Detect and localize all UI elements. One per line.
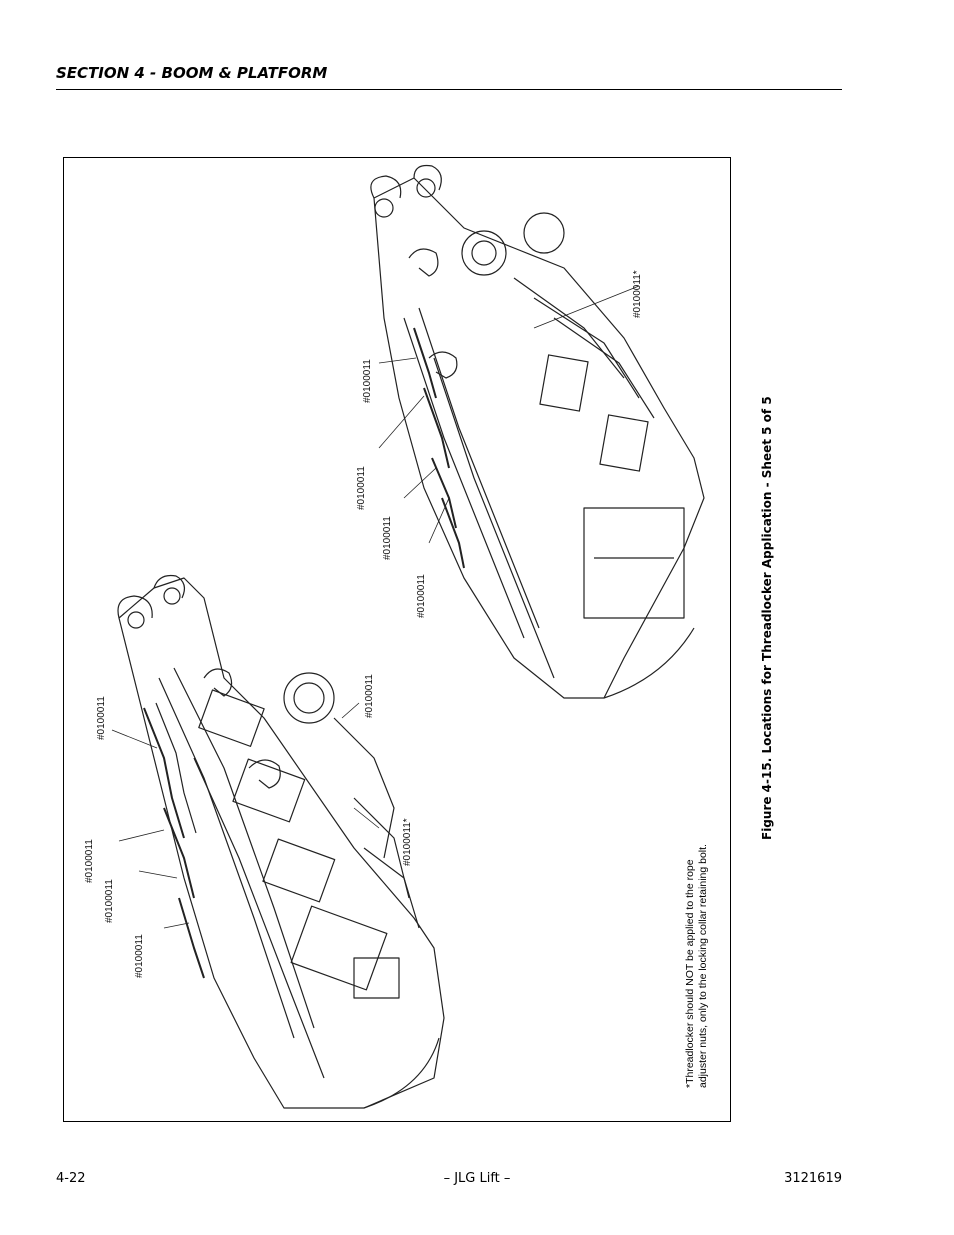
figure-caption: Figure 4-15. Locations for Threadlocker … <box>760 396 774 840</box>
callout-label: #0100011 <box>356 466 367 510</box>
footer-brand: – JLG Lift – <box>443 1171 511 1186</box>
right-boom-assembly <box>370 164 705 699</box>
callout-label: #0100011 <box>382 516 393 560</box>
callout-label: #0100011 <box>84 839 95 883</box>
page-number: 4-22 <box>56 1171 86 1186</box>
leader-lines <box>111 285 640 929</box>
callout-label: #0100011 <box>416 574 427 618</box>
callout-label: #0100011 <box>104 879 115 923</box>
callout-label: #0100011* <box>632 270 643 318</box>
doc-number: 3121619 <box>784 1171 842 1186</box>
header-rule <box>56 89 842 90</box>
callout-label: #0100011 <box>364 674 375 718</box>
callout-label: #0100011 <box>362 359 373 403</box>
left-boom-assembly <box>117 574 445 1109</box>
section-title: SECTION 4 - BOOM & PLATFORM <box>56 64 328 82</box>
callout-label: #0100011* <box>402 818 413 866</box>
callout-label: #0100011 <box>134 934 145 978</box>
footnote-line: *Threadlocker should NOT be applied to t… <box>684 859 696 1088</box>
callout-label: #0100011 <box>96 696 107 740</box>
footnote-line: adjuster nuts, only to the locking colla… <box>697 844 709 1088</box>
boom-drawing <box>111 164 705 1109</box>
figure-frame: #0100011 #0100011 #0100011 #0100011 #010… <box>63 157 731 1122</box>
figure-footnote: *Threadlocker should NOT be applied to t… <box>684 844 710 1088</box>
